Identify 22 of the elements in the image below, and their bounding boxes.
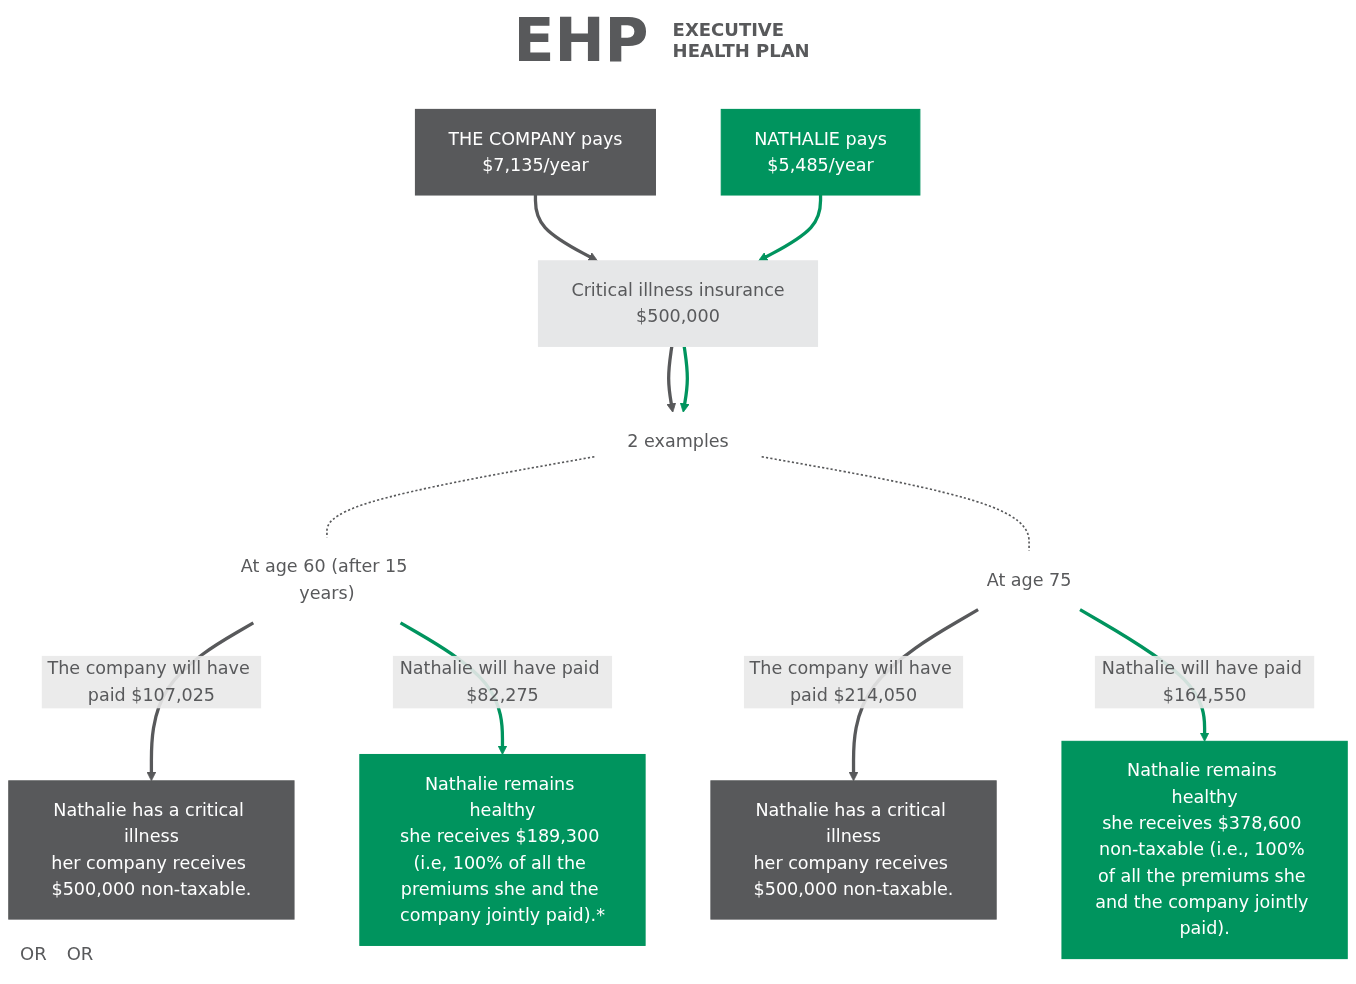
title: EHP <box>513 5 649 75</box>
node-box: NATHALIE pays $5,485/year <box>720 108 921 196</box>
edge-label: Nathalie will have paid $82,275 <box>399 657 600 706</box>
or-label: OR <box>20 943 47 964</box>
node-box: Nathalie remains healthy she receives $378,600 non-taxable (i.e., 100% of all the premiums she and the company jointly paid). <box>1061 740 1348 960</box>
or-label: OR <box>66 943 94 964</box>
node-text: At age 75 <box>986 569 1072 590</box>
node-box: Nathalie has a critical illness her company receives $500,000 non-taxable. <box>710 780 997 920</box>
edge-label: The company will have paid $214,050 <box>749 657 952 706</box>
arrow <box>533 195 598 262</box>
edge-label: The company will have paid $107,025 <box>47 657 250 706</box>
arrow <box>758 195 823 262</box>
edge-label: Nathalie will have paid $164,550 <box>1101 657 1302 706</box>
node-box: THE COMPANY pays $7,135/year <box>414 108 656 196</box>
subtitle: EXECUTIVE HEALTH PLAN <box>672 19 811 61</box>
arrow <box>679 346 690 413</box>
node-text: 2 examples <box>627 430 729 452</box>
node-box: Nathalie remains healthy she receives $189,300 (i.e, 100% of all the premiums she and the company jointly paid).* <box>359 753 646 946</box>
node-box: Nathalie has a critical illness her company receives $500,000 non-taxable. <box>8 780 295 920</box>
node-box: Critical illness insurance $500,000 <box>537 260 819 347</box>
arrow <box>666 346 677 413</box>
node-text: At age 60 (after 15 years) <box>240 555 408 604</box>
